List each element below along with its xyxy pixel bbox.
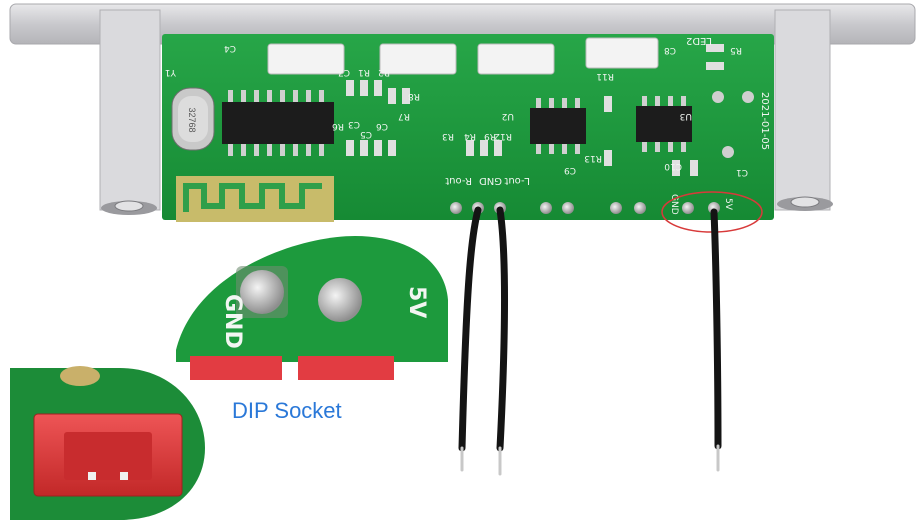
component-label: C4	[224, 43, 236, 53]
wires	[458, 206, 722, 476]
5v-power-label: 5V	[723, 198, 733, 211]
component-label: R4	[464, 131, 476, 141]
dip-socket-caption: DIP Socket	[232, 398, 342, 423]
bluetooth-antenna	[176, 176, 334, 222]
amp-ic-u3	[636, 96, 692, 152]
component-label: U2	[502, 111, 514, 121]
component-label: C6	[376, 121, 388, 131]
component-label: C8	[664, 45, 676, 55]
component-label: C10	[664, 161, 682, 171]
zoom-inset: GND 5V	[176, 236, 448, 380]
zoom-gnd-label: GND	[220, 294, 245, 349]
component-label: C7	[338, 67, 350, 77]
pcb-board: 32768	[162, 34, 774, 233]
component-label: R8	[408, 91, 420, 101]
component-label: R6	[332, 121, 344, 131]
component-label: Y1	[165, 67, 177, 77]
main-ic	[222, 90, 334, 156]
component-label: R11	[596, 71, 614, 81]
component-label: R3	[442, 131, 454, 141]
component-label: R7	[398, 111, 410, 121]
zoom-5v-label: 5V	[404, 286, 429, 318]
component-label: R2	[378, 67, 390, 77]
component-label: R5	[730, 45, 742, 55]
gnd-out-label: GND	[479, 175, 502, 186]
component-label: C3	[348, 119, 360, 129]
silkscreen: 2021-01-05 LED2 R-out GND L-out GND 5V	[445, 35, 770, 215]
crystal-oscillator: 32768	[171, 87, 215, 151]
l-out-label: L-out	[504, 175, 530, 186]
date-code: 2021-01-05	[759, 92, 770, 150]
socket-inset	[10, 366, 205, 520]
passive-components	[346, 44, 754, 176]
component-label: C5	[360, 129, 372, 139]
crystal-marking: 32768	[187, 107, 197, 132]
component-label: R1	[358, 67, 370, 77]
tact-buttons	[267, 37, 659, 75]
gnd-power-label: GND	[669, 194, 679, 215]
component-label: R9	[484, 131, 496, 141]
amp-ic-u2	[530, 98, 586, 154]
component-label: C1	[736, 167, 748, 177]
led-label: LED2	[686, 35, 712, 46]
r-out-label: R-out	[445, 175, 472, 186]
component-label: U3	[680, 111, 692, 121]
component-label: C9	[564, 165, 576, 175]
component-label: R12	[494, 131, 512, 141]
component-label: R13	[584, 153, 602, 163]
